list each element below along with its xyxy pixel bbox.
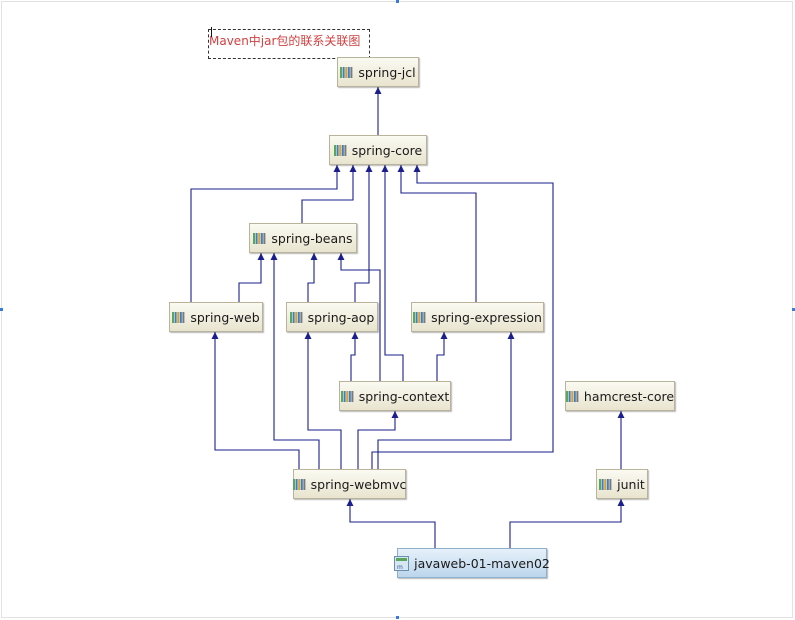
node-expression[interactable]: spring-expression <box>411 302 544 332</box>
edge-context-to-aop <box>350 332 359 381</box>
edge-root-to-junit <box>509 499 625 548</box>
node-jcl[interactable]: spring-jcl <box>337 57 419 87</box>
node-beans[interactable]: spring-beans <box>249 223 357 253</box>
edge-webmvc-to-expression <box>377 332 515 469</box>
jar-library-icon <box>253 232 266 245</box>
edge-aop-to-core <box>354 165 373 302</box>
node-hamcrest[interactable]: hamcrest-core <box>565 381 675 411</box>
selection-handle[interactable] <box>0 308 3 311</box>
edge-web-to-beans <box>238 253 265 302</box>
node-root[interactable]: m javaweb-01-maven02 <box>394 548 550 578</box>
edge-aop-to-beans <box>307 253 318 302</box>
node-label: spring-jcl <box>358 64 416 80</box>
node-junit[interactable]: junit <box>596 469 648 499</box>
edge-context-to-beans <box>337 253 381 381</box>
jar-library-icon <box>289 311 303 324</box>
node-label: spring-beans <box>271 230 353 246</box>
node-label: spring-context <box>358 388 450 404</box>
edge-root-to-webmvc <box>346 499 436 548</box>
maven-module-icon: m <box>394 555 410 571</box>
selection-handle[interactable] <box>396 616 399 619</box>
node-aop[interactable]: spring-aop <box>286 302 378 332</box>
selection-handle[interactable] <box>792 308 795 311</box>
edge-webmvc-to-web <box>211 332 300 469</box>
edge-web-to-core <box>190 165 341 302</box>
jar-library-icon <box>172 311 185 324</box>
node-label: hamcrest-core <box>583 388 675 404</box>
edge-webmvc-to-aop <box>304 332 342 469</box>
node-web[interactable]: spring-web <box>169 302 263 332</box>
jar-library-icon <box>340 390 354 403</box>
node-webmvc[interactable]: spring-webmvc <box>292 469 407 499</box>
note-text: Maven中jar包的联系关联图 <box>209 34 361 48</box>
node-label: junit <box>617 476 645 492</box>
edge-webmvc-to-beans <box>270 253 320 469</box>
node-context[interactable]: spring-context <box>339 381 451 411</box>
node-core[interactable]: spring-core <box>329 135 427 165</box>
edge-context-to-core <box>381 165 404 381</box>
jar-library-icon <box>413 311 426 324</box>
node-label: spring-web <box>190 309 260 325</box>
svg-text:m: m <box>397 564 403 571</box>
jar-library-icon <box>565 390 579 403</box>
edge-expression-to-core <box>397 165 477 302</box>
jar-library-icon <box>599 478 612 491</box>
node-label: spring-core <box>351 142 423 158</box>
edge-webmvc-to-core <box>371 165 554 469</box>
jar-library-icon <box>292 478 306 491</box>
jar-library-icon <box>333 144 347 157</box>
diagram-note[interactable]: Maven中jar包的联系关联图 <box>208 29 370 59</box>
jar-library-icon <box>340 66 353 79</box>
edge-webmvc-to-context <box>357 411 399 469</box>
node-label: spring-expression <box>431 309 542 325</box>
selection-handle[interactable] <box>396 0 399 3</box>
text-cursor <box>211 27 212 37</box>
node-label: spring-aop <box>307 309 375 325</box>
edge-beans-to-core <box>301 165 357 223</box>
node-label: spring-webmvc <box>310 476 407 492</box>
edge-context-to-expression <box>436 332 448 381</box>
node-label: javaweb-01-maven02 <box>414 555 550 571</box>
